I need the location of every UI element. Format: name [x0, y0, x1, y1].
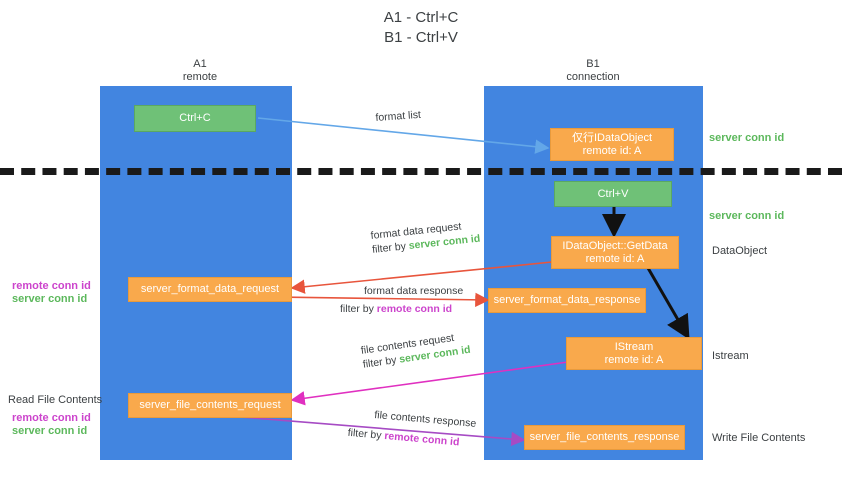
title-line-1: A1 - Ctrl+C — [383, 9, 459, 26]
node-istream-line2: remote id: A — [604, 353, 664, 366]
left-label-read-file-contents: Read File Contents — [8, 394, 103, 406]
label-filter-remote-conn-id-1: remote conn id — [376, 303, 453, 315]
column-header-a1: A1 remote — [140, 58, 260, 84]
right-label-istream: Istream — [712, 350, 749, 362]
node-istream-line1: IStream — [614, 340, 654, 353]
node-server-format-data-request[interactable]: server_format_data_request — [128, 277, 292, 302]
node-getdata[interactable]: IDataObject::GetData remote id: A — [551, 236, 679, 269]
arrow-format-data-request — [290, 261, 553, 294]
arrow-getdata-istream — [646, 267, 690, 340]
column-header-b1: B1 connection — [533, 58, 653, 84]
right-label-write-file-contents: Write File Contents — [712, 432, 806, 444]
node-server-file-contents-response-label: server_file_contents_response — [529, 431, 680, 443]
node-getdata-line2: remote id: A — [585, 252, 645, 265]
node-server-file-contents-request[interactable]: server_file_contents_request — [128, 393, 292, 418]
column-b1-name: B1 — [586, 58, 600, 70]
column-a1-name: A1 — [193, 58, 207, 70]
node-idataobject-top[interactable]: 仅行IDataObject remote id: A — [550, 128, 674, 161]
right-label-server-conn-id-1: server conn id — [709, 132, 785, 144]
label-filter-by-2: filter by — [340, 303, 377, 315]
arrow-format-list — [257, 117, 550, 154]
left-label-server-conn-id-1: server conn id — [12, 293, 88, 305]
left-label-server-conn-id-2: server conn id — [12, 425, 88, 437]
node-ctrl-c[interactable]: Ctrl+C — [134, 105, 256, 132]
node-getdata-line1: IDataObject::GetData — [562, 239, 668, 252]
title-line-2: B1 - Ctrl+V — [384, 29, 458, 46]
node-ctrl-v[interactable]: Ctrl+V — [554, 181, 672, 207]
node-server-format-data-response[interactable]: server_format_data_response — [488, 288, 646, 313]
column-b1-sub: connection — [566, 71, 620, 83]
phase-divider — [0, 168, 842, 175]
node-idataobject-top-line1: 仅行IDataObject — [571, 131, 653, 144]
label-filter-by-4: filter by — [347, 426, 385, 442]
left-label-remote-conn-id-2: remote conn id — [12, 412, 91, 424]
node-ctrl-v-label: Ctrl+V — [597, 187, 629, 200]
label-format-list-text: format list — [375, 108, 422, 124]
right-label-dataobject: DataObject — [712, 245, 768, 257]
label-format-data-response: format data response filter by remote co… — [340, 284, 464, 316]
node-idataobject-top-line2: remote id: A — [582, 144, 642, 157]
page-title: A1 - Ctrl+C B1 - Ctrl+V — [0, 8, 842, 48]
column-a1-sub: remote — [182, 71, 218, 83]
label-filter-by-1: filter by — [371, 240, 410, 256]
node-server-format-data-response-label: server_format_data_response — [493, 294, 641, 306]
arrow-file-contents-request — [290, 361, 569, 406]
node-server-file-contents-request-label: server_file_contents_request — [139, 399, 281, 411]
node-server-file-contents-response[interactable]: server_file_contents_response — [524, 425, 685, 450]
node-server-format-data-request-label: server_format_data_request — [140, 283, 280, 295]
right-label-server-conn-id-2: server conn id — [709, 210, 785, 222]
label-format-data-response-text: format data response — [364, 285, 464, 297]
node-istream[interactable]: IStream remote id: A — [566, 337, 702, 370]
node-ctrl-c-label: Ctrl+C — [179, 112, 211, 124]
left-label-remote-conn-id-1: remote conn id — [12, 280, 91, 292]
